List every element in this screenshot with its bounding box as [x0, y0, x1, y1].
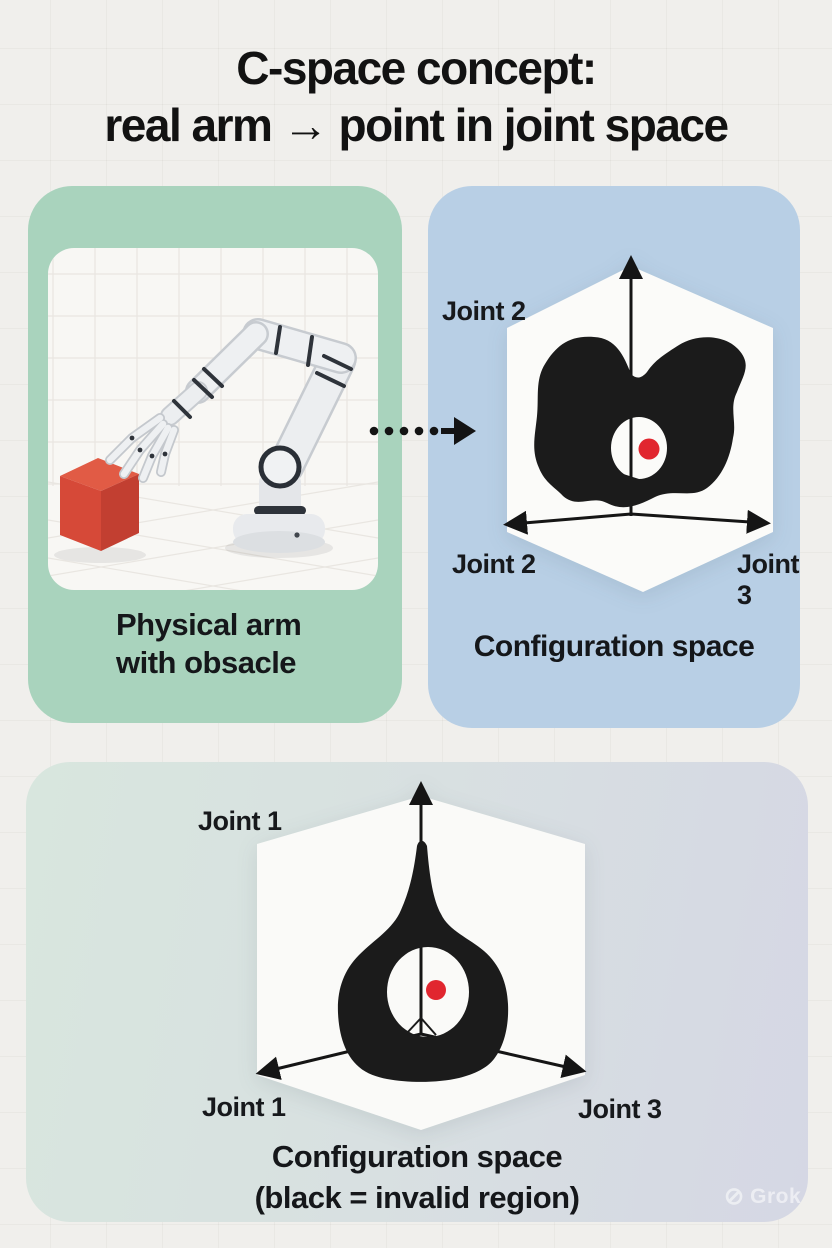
caption-line: Physical arm [116, 607, 302, 642]
panel-physical-arm: Physical arm with obsacle [28, 186, 402, 723]
axis-label-joint3: Joint 3 [737, 549, 800, 610]
robot-arm-photo [48, 248, 378, 590]
axis-arrow-left [503, 510, 632, 535]
cube-shadow [54, 547, 146, 563]
title-line-1: C-space concept: [236, 42, 597, 94]
mapping-arrow-icon [369, 417, 476, 445]
axis-label-joint2-top: Joint 2 [442, 296, 526, 326]
config-point [638, 438, 660, 460]
title-line-2: real arm → point in joint space [104, 99, 729, 151]
config-space-diagram-bottom [255, 781, 587, 1130]
panel-config-space-bottom: Joint 1 Joint 1 Joint 3 Configuration sp… [26, 762, 808, 1222]
cube-corner-lines [406, 1017, 437, 1036]
shoulder-joint [258, 445, 302, 489]
config-point [426, 980, 446, 1000]
joint-rings [172, 325, 353, 419]
config-space-diagram-top [503, 255, 773, 592]
panel-config-space-top: Joint 2 Joint 2 Joint 3 Configuration sp… [428, 186, 800, 728]
caption-line: Configuration space [271, 1139, 563, 1174]
physical-arm-caption: Physical arm with obsacle [116, 606, 302, 682]
page-title: C-space concept: real arm → point in joi… [0, 40, 832, 154]
config-top-caption: Configuration space [473, 630, 755, 663]
axis-label-joint3: Joint 3 [578, 1094, 662, 1124]
robot-base [233, 445, 325, 553]
robot-arm [105, 318, 357, 485]
grok-watermark: ⊘ Grok [724, 1182, 801, 1211]
gripper-fingers [105, 413, 179, 483]
red-cube [60, 458, 139, 551]
axis-label-joint2-bottom: Joint 2 [452, 549, 536, 579]
axis-arrow-right [630, 509, 771, 534]
caption-line: (black = invalid region) [254, 1180, 580, 1215]
grok-logo-icon: ⊘ [724, 1183, 745, 1210]
axis-label-joint1-top: Joint 1 [198, 806, 282, 836]
invalid-region-blob [337, 840, 509, 1082]
grok-watermark-text: Grok [750, 1184, 802, 1208]
robot-arm-illustration [48, 248, 378, 590]
config-bottom-caption: Configuration space (black = invalid reg… [26, 1136, 808, 1218]
caption-line: with obsacle [116, 645, 297, 680]
axis-label-joint1-bottom: Joint 1 [202, 1092, 286, 1122]
invalid-region-blob [534, 336, 746, 508]
